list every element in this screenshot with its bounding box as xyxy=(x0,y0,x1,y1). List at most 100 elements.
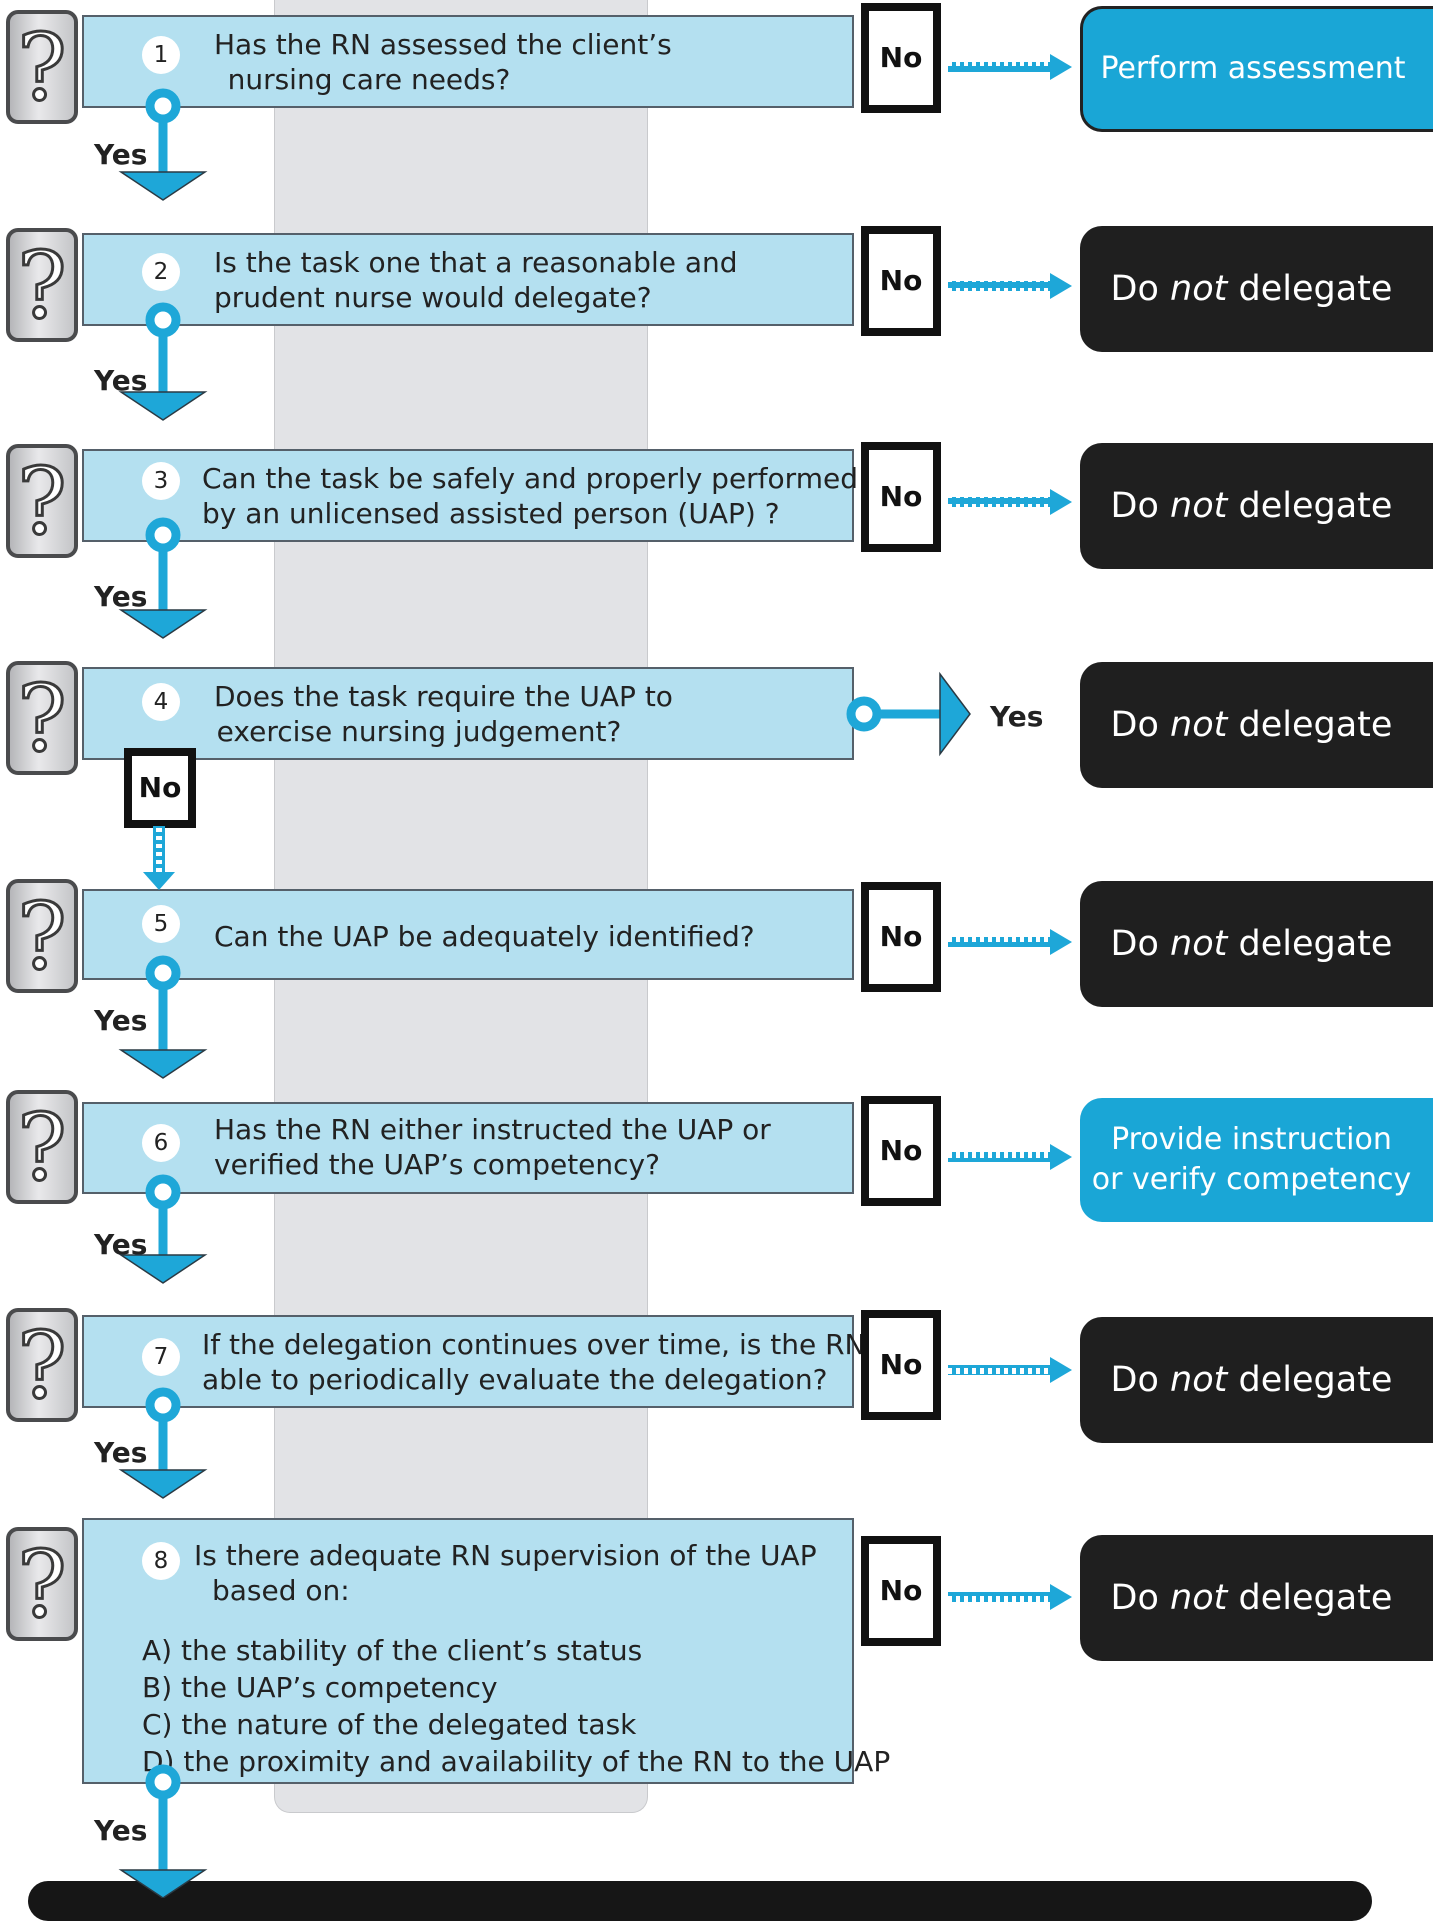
yes-label: Yes xyxy=(94,1436,148,1469)
question-line: verified the UAP’s competency? xyxy=(214,1148,660,1181)
yes-arrow-step4 xyxy=(846,671,971,757)
question-line: exercise nursing judgement? xyxy=(216,715,622,748)
list-item: C) the nature of the delegated task xyxy=(142,1708,637,1741)
result-box-8: Do not delegate xyxy=(1080,1535,1433,1661)
question-mark-icon: ? xyxy=(6,1527,78,1641)
connector-node xyxy=(145,88,181,124)
yes-label: Yes xyxy=(990,700,1044,733)
list-item: A) the stability of the client’s status xyxy=(142,1634,643,1667)
question-mark-icon: ? xyxy=(6,1308,78,1422)
question-box-2: 2 Is the task one that a reasonable and … xyxy=(82,233,854,326)
step-number: 4 xyxy=(142,683,180,721)
no-arrow xyxy=(948,489,1072,515)
question-mark-icon: ? xyxy=(6,444,78,558)
question-mark-icon: ? xyxy=(6,661,78,775)
question-mark-icon: ? xyxy=(6,228,78,342)
yes-label: Yes xyxy=(94,580,148,613)
result-text-line2: or verify competency xyxy=(1091,1162,1412,1197)
question-line: able to periodically evaluate the delega… xyxy=(202,1363,828,1396)
result-box-5: Do not delegate xyxy=(1080,881,1433,1007)
result-text: Do not delegate xyxy=(1110,705,1393,745)
result-text: Do not delegate xyxy=(1110,269,1393,309)
yes-label: Yes xyxy=(94,1814,148,1847)
no-label-box: No xyxy=(861,882,941,992)
yes-arrow xyxy=(118,1174,208,1284)
connector-node xyxy=(145,1387,181,1423)
connector-node xyxy=(846,696,882,732)
yes-arrow xyxy=(118,88,208,201)
question-box-1: 1 Has the RN assessed the client’s nursi… xyxy=(82,15,854,108)
question-line: prudent nurse would delegate? xyxy=(214,281,652,314)
yes-label: Yes xyxy=(94,1004,148,1037)
question-mark-icon: ? xyxy=(6,10,78,124)
yes-connectors xyxy=(118,88,208,1898)
result-box-7: Do not delegate xyxy=(1080,1317,1433,1443)
question-line: based on: xyxy=(212,1574,350,1607)
no-arrow xyxy=(948,1144,1072,1170)
step-number: 6 xyxy=(142,1124,180,1162)
question-text: Is there adequate RN supervision of the … xyxy=(194,1538,817,1608)
result-box-2: Do not delegate xyxy=(1080,226,1433,352)
no-label-box: No xyxy=(861,226,941,336)
result-text-line1: Provide instruction xyxy=(1111,1122,1392,1157)
connector-node xyxy=(145,1174,181,1210)
question-box-3: 3 Can the task be safely and properly pe… xyxy=(82,449,858,542)
step-number: 8 xyxy=(142,1542,180,1580)
result-box-3: Do not delegate xyxy=(1080,443,1433,569)
question-mark-icon: ? xyxy=(6,1090,78,1204)
step-number: 3 xyxy=(142,462,180,500)
question-box-4: 4 Does the task require the UAP to exerc… xyxy=(82,667,854,760)
step-number: 7 xyxy=(142,1338,180,1376)
result-text: Perform assessment xyxy=(1100,51,1406,86)
question-line: Can the task be safely and properly perf… xyxy=(202,462,858,495)
question-box-7: 7 If the delegation continues over time,… xyxy=(82,1315,866,1408)
step-number: 1 xyxy=(142,36,180,74)
yes-arrow xyxy=(118,1764,208,1898)
no-label-box: No xyxy=(861,1536,941,1646)
question-text: Can the task be safely and properly perf… xyxy=(202,461,858,531)
result-box-6: Provide instruction or verify competency xyxy=(1080,1098,1433,1222)
question-mark-icon: ? xyxy=(6,879,78,993)
question-text: Does the task require the UAP to exercis… xyxy=(214,679,673,749)
step-number: 5 xyxy=(142,905,180,943)
result-box-4: Do not delegate xyxy=(1080,662,1433,788)
no-arrow xyxy=(948,1584,1072,1610)
no-label-box: No xyxy=(861,442,941,552)
connector-node xyxy=(145,955,181,991)
question-box-5: 5 Can the UAP be adequately identified? xyxy=(82,889,854,980)
no-label-box: No xyxy=(861,1096,941,1206)
connector-node xyxy=(145,302,181,338)
question-line: Is there adequate RN supervision of the … xyxy=(194,1539,817,1572)
connector-node xyxy=(145,517,181,553)
result-text: Do not delegate xyxy=(1110,486,1393,526)
yes-arrow xyxy=(118,1387,208,1499)
yes-arrow xyxy=(118,302,208,421)
question-line: nursing care needs? xyxy=(227,63,511,96)
no-label-box: No xyxy=(861,1310,941,1420)
step-number: 2 xyxy=(142,253,180,291)
question-line: Does the task require the UAP to xyxy=(214,680,673,713)
no-connectors xyxy=(143,54,1072,1610)
no-arrow-step4 xyxy=(143,826,175,890)
no-label-box: No xyxy=(124,748,196,828)
no-arrow xyxy=(948,929,1072,955)
yes-label: Yes xyxy=(94,138,148,171)
question-text: Is the task one that a reasonable and pr… xyxy=(214,245,738,315)
result-text: Do not delegate xyxy=(1110,924,1393,964)
criteria-list: A) the stability of the client’s status … xyxy=(142,1632,890,1780)
question-text: If the delegation continues over time, i… xyxy=(202,1327,866,1397)
no-arrow xyxy=(948,54,1072,80)
no-arrow xyxy=(948,1357,1072,1383)
result-text: Do not delegate xyxy=(1110,1578,1393,1618)
result-box-1: Perform assessment xyxy=(1080,6,1433,132)
yes-arrow xyxy=(118,955,208,1079)
question-line: by an unlicensed assisted person (UAP) ? xyxy=(202,497,780,530)
question-box-8: 8 Is there adequate RN supervision of th… xyxy=(82,1518,890,1784)
list-item: B) the UAP’s competency xyxy=(142,1671,498,1704)
no-label-box: No xyxy=(861,3,941,113)
yes-arrow xyxy=(118,517,208,639)
connector-node xyxy=(145,1764,181,1800)
no-arrow xyxy=(948,273,1072,299)
question-box-6: 6 Has the RN either instructed the UAP o… xyxy=(82,1102,854,1194)
